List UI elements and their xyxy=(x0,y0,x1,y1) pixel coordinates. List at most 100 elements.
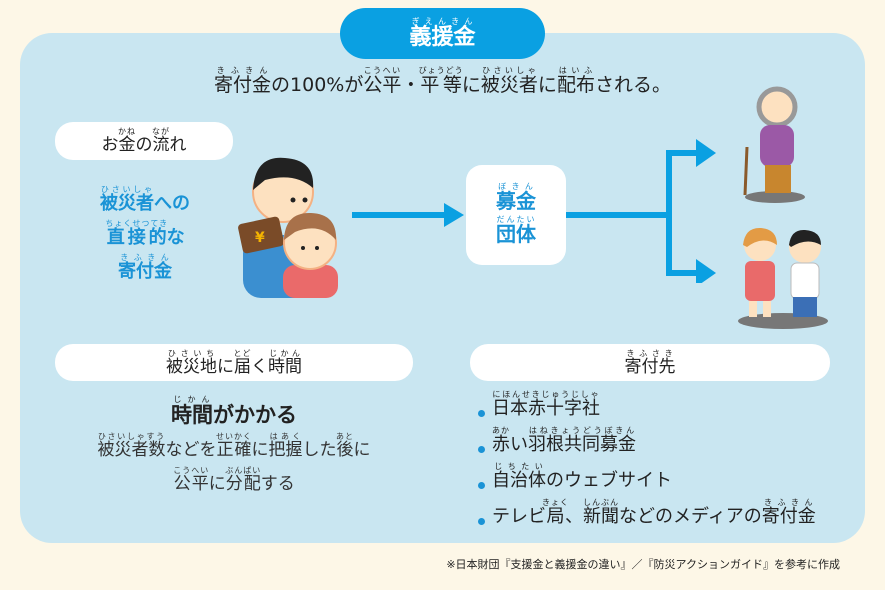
text-segment: 、 xyxy=(565,506,583,527)
text-segment: に xyxy=(461,74,481,96)
furigana: こうへい xyxy=(173,466,210,475)
text-segment: の100%が xyxy=(271,74,364,96)
text-segment: する xyxy=(260,474,295,494)
money-flow-label: お金かねの流ながれ xyxy=(102,127,187,155)
text-segment: ・ xyxy=(401,74,421,96)
bullet-icon xyxy=(478,410,485,417)
ruby-word: 義援金ぎえんきん xyxy=(409,16,476,50)
content-panel xyxy=(20,33,865,543)
source-footnote: ※日本財団『支援金と義援金の違い』／『防災アクションガイド』を参考に作成 xyxy=(446,558,840,571)
subtitle: 寄付金きふきんの100%が公平こうへい・平等びょうどうに被災者ひさいしゃに配布は… xyxy=(0,66,885,97)
description-line: 被災者数ひさいしゃすうなどを正確せいかくに把握はあくした後あとに xyxy=(55,432,413,466)
ruby-word: 募金ぼきん xyxy=(496,182,536,213)
ruby-word: 寄付先きふさき xyxy=(624,348,676,377)
text-segment: テレビ xyxy=(492,506,546,527)
furigana: びょうどう xyxy=(418,66,464,75)
organization-line: 募金ぼきん xyxy=(496,182,536,215)
text-segment: に xyxy=(353,440,371,460)
fundraising-organization-box: 募金ぼきん 団体だんたい xyxy=(466,165,566,265)
description-line: 公平こうへいに分配ぶんぱいする xyxy=(55,466,413,500)
furigana: はねきょうどうぼきん xyxy=(528,426,636,435)
furigana: だんたい xyxy=(496,215,536,224)
donation-type-text: 被災者ひさいしゃへの 直接的ちょくせつてきな 寄付金きふきん xyxy=(70,185,220,287)
elderly-person-illustration xyxy=(743,86,805,203)
flow-arrow-to-victims xyxy=(566,139,716,283)
furigana: きょく xyxy=(542,498,569,507)
furigana: かね xyxy=(118,127,136,136)
title-badge: 義援金ぎえんきん xyxy=(340,8,545,59)
ruby-word: 時間じかん xyxy=(171,395,213,427)
text-segment: な xyxy=(166,227,185,248)
furigana: ぶんぱい xyxy=(225,466,262,475)
destinations-label: 寄付先きふさき xyxy=(625,349,676,377)
text-segment: れ xyxy=(169,135,187,155)
destination-text: 自治体じちたいのウェブサイト xyxy=(492,462,672,498)
text-segment: に xyxy=(208,474,226,494)
ruby-word: 届とど xyxy=(233,348,252,377)
ruby-word: 分配ぶんぱい xyxy=(225,466,262,494)
ruby-word: 団体だんたい xyxy=(496,215,536,246)
furigana: ちょくせつてき xyxy=(105,219,169,228)
bullet-icon xyxy=(478,518,485,525)
donation-type-line: 被災者ひさいしゃへの xyxy=(70,185,220,219)
ruby-word: 赤あか xyxy=(492,426,510,455)
ruby-word: 被災者ひさいしゃ xyxy=(480,66,538,96)
ruby-word: 新聞しんぶん xyxy=(583,498,619,527)
furigana: せいかく xyxy=(216,432,252,441)
furigana: きふきん xyxy=(214,66,272,75)
text-segment: などを xyxy=(165,440,217,460)
flow-arrow-to-organization xyxy=(352,203,464,227)
text-segment: などのメディアの xyxy=(619,506,762,527)
takes-time-description: 被災者数ひさいしゃすうなどを正確せいかくに把握はあくした後あとに 公平こうへいに… xyxy=(55,432,413,500)
delivery-time-pill: 被災地ひさいちに届とどく時間じかん xyxy=(55,344,413,381)
furigana: ひさいち xyxy=(166,348,217,358)
furigana: しんぶん xyxy=(583,498,619,507)
furigana: じちたい xyxy=(492,462,546,471)
furigana: ひさいしゃ xyxy=(480,66,538,75)
furigana: きふきん xyxy=(761,498,816,507)
ruby-word: 正確せいかく xyxy=(216,432,252,460)
text-segment: した xyxy=(302,440,337,460)
list-item: 日本赤十字社にほんせきじゅうじしゃ xyxy=(478,390,816,426)
furigana: きふきん xyxy=(118,253,172,262)
ruby-word: 日本赤十字社にほんせきじゅうじしゃ xyxy=(492,390,600,419)
ruby-word: 後あと xyxy=(336,432,354,460)
furigana: じかん xyxy=(171,395,213,404)
furigana: にほんせきじゅうじしゃ xyxy=(492,390,600,399)
destination-text: テレビ局きょく、新聞しんぶんなどのメディアの寄付金きふきん xyxy=(492,498,816,534)
furigana: とど xyxy=(233,348,252,358)
ruby-word: 平等びょうどう xyxy=(418,66,464,96)
delivery-time-label: 被災地ひさいちに届とどく時間じかん xyxy=(166,349,302,377)
ruby-word: 寄付金きふきん xyxy=(761,498,816,527)
destination-list: 日本赤十字社にほんせきじゅうじしゃ 赤あかい羽根共同募金はねきょうどうぼきん 自… xyxy=(478,390,816,534)
ruby-word: 公平こうへい xyxy=(363,66,402,96)
text-segment: に xyxy=(537,74,557,96)
ruby-word: 公平こうへい xyxy=(173,466,210,494)
takes-time-heading: 時間じかんがかかる xyxy=(55,395,413,429)
text-segment: に xyxy=(251,440,269,460)
bullet-icon xyxy=(478,482,485,489)
title-text: 義援金ぎえんきん xyxy=(409,17,475,51)
text-segment: がかかる xyxy=(213,403,297,427)
furigana: はあく xyxy=(268,432,303,441)
furigana: あと xyxy=(336,432,354,441)
destinations-pill: 寄付先きふさき xyxy=(470,344,830,381)
ruby-word: 自治体じちたい xyxy=(492,462,546,491)
ruby-word: 被災地ひさいち xyxy=(166,348,217,377)
ruby-word: 時間じかん xyxy=(268,348,302,377)
list-item: 赤あかい羽根共同募金はねきょうどうぼきん xyxy=(478,426,816,462)
children-illustration xyxy=(738,227,828,329)
ruby-word: 寄付金きふきん xyxy=(118,253,172,282)
text-segment: のウェブサイト xyxy=(546,470,672,491)
furigana: あか xyxy=(492,426,510,435)
list-item: テレビ局きょく、新聞しんぶんなどのメディアの寄付金きふきん xyxy=(478,498,816,534)
furigana: ぼきん xyxy=(496,182,536,191)
destination-text: 日本赤十字社にほんせきじゅうじしゃ xyxy=(492,390,600,426)
list-item: 自治体じちたいのウェブサイト xyxy=(478,462,816,498)
ruby-word: 被災者ひさいしゃ xyxy=(100,185,154,214)
organization-line: 団体だんたい xyxy=(496,215,536,248)
ruby-word: 金かね xyxy=(118,127,136,155)
furigana: はいふ xyxy=(556,66,595,75)
text-segment: く xyxy=(251,356,268,377)
ruby-word: 流なが xyxy=(152,127,170,155)
